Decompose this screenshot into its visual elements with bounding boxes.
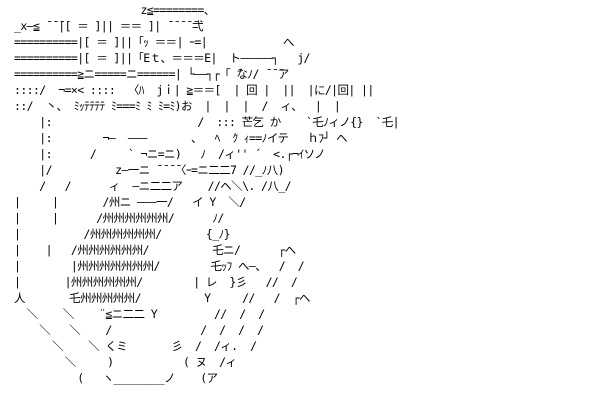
ascii-art-line: ( ヽ________ノ (ア [14, 371, 218, 385]
ascii-art-line: |: ¬― ――― 、 ﾍ ｸ ｨ==ﾉイテ ｈﾌ┘ ヘ [14, 131, 347, 145]
ascii-art-line: ::::/ ¬=×< :::: 〈ﾊ jｉ| ≧＝＝[ | 回 | || |に/… [14, 83, 374, 97]
ascii-art-text: z≦========、 _x―≦ ̄ ̄ ̄|[ ＝ ]|| ＝＝ ]| ̄ ̄… [14, 2, 400, 386]
ascii-art-line: | |州州州州州州州/ 乇ｯﾌ ヘ―、 / / [14, 259, 305, 273]
ascii-art-line: | | /州ニ ―――一/ イ Y ＼/ [14, 195, 246, 209]
ascii-art-line: |: / ::: 芒乞 か `乇ﾉィノ{} `乇| [14, 115, 399, 129]
ascii-art-line: ==========|[ ＝ ]||「ｯ ＝＝| ｰ=| へ [14, 35, 294, 49]
ascii-art-line: | |州州州州州州/ | レ }彡 // / [14, 275, 298, 289]
ascii-art-line: |: / ` ¬ニ=ニ) ﾉ /ィ'' ´ <.┌¬ｲソノ [14, 147, 326, 161]
ascii-art-line: ＼ ＼ ¨≦ニ二二 Y // / / [14, 307, 265, 321]
ascii-art-line: | /州州州州州州/ {_ﾉ} [14, 227, 231, 241]
ascii-art-line: | | /州州州州州州/ 乇ニ/ ┌ヘ [14, 243, 296, 257]
ascii-art-line: ＼ ) ( ヌ /ィ [14, 355, 237, 369]
ascii-art-line: | | /州州州州州州/ ﾉ/ [14, 211, 224, 225]
ascii-art-line: / / ィ ―ニ二二ア //ヘ＼\. /八_/ [14, 179, 291, 193]
ascii-art-line: ＼ ＼ / / / / / [14, 323, 264, 337]
ascii-art-line: 人 乇州州州州州/ Y // / ┌ヘ [14, 291, 310, 305]
ascii-art-line: _x―≦ ̄ ̄ ̄|[ ＝ ]|| ＝＝ ]| ̄ ̄ ̄ ̄ ̄弌 [14, 19, 204, 33]
ascii-art-line: ==========|[ ＝ ]||「Eｔ、＝＝＝E| ト―――――┐ j/ [14, 51, 310, 65]
ascii-art-line: ::/ 丶、 ﾐｯﾃﾃﾃﾃ ﾐ===ﾐ ﾐ ﾐ=ﾐ)お | | | / ィ、 |… [14, 99, 341, 113]
ascii-art-line: ＼ ＼ くミ 彡 / /ィ. / [14, 339, 257, 353]
ascii-art-line: |/ z―一ニ ̄ ̄ ̄ ̄〈ｰ=ニ二二7 //_ﾉ八) [14, 163, 284, 177]
ascii-art-line: ==========≧ニ=====ニ======| └――┐┌「 ̄なﾉ/ ̄ … [14, 67, 289, 81]
ascii-art-line: z≦========、 [14, 3, 215, 17]
